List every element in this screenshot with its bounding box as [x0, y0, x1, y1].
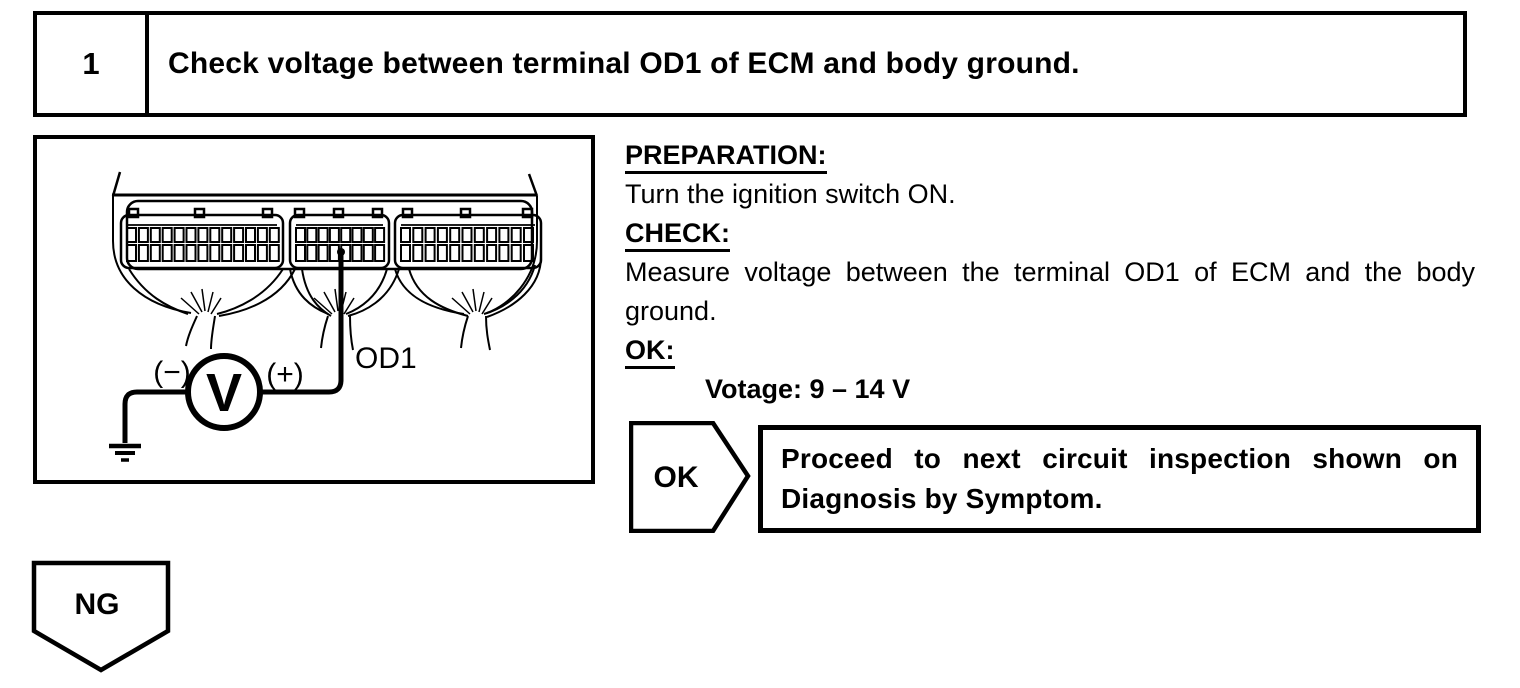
- voltmeter-symbol: V: [206, 363, 242, 423]
- connector-shells: [119, 207, 543, 270]
- ok-result-box: Proceed to next circuit inspection shown…: [758, 425, 1481, 533]
- ng-flag-label: NG: [75, 588, 120, 621]
- ecm-connector-illustration: V (−) (+) OD1: [109, 171, 543, 462]
- voltmeter-dial: [185, 353, 263, 431]
- check-label: CHECK:: [625, 218, 730, 252]
- wire-harness: [112, 196, 542, 351]
- positive-lead-wire: [259, 254, 344, 395]
- ok-flag: OK: [629, 421, 751, 533]
- ok-flag-shape: [629, 421, 751, 533]
- preparation-label: PREPARATION:: [625, 140, 827, 174]
- ng-flag-shape: [31, 560, 171, 673]
- negative-probe-label: (−): [153, 356, 191, 389]
- check-text: Measure voltage between the terminal OD1…: [625, 257, 1475, 326]
- ok-spec-value: Votage: 9 – 14 V: [705, 374, 911, 404]
- probe-wiring: [109, 248, 345, 462]
- step-header: 1 Check voltage between terminal OD1 of …: [33, 11, 1467, 117]
- terminal-label: OD1: [355, 342, 417, 375]
- instruction-column: PREPARATION: Turn the ignition switch ON…: [625, 136, 1475, 409]
- negative-lead-wire: [122, 389, 189, 443]
- check-heading: CHECK:: [625, 214, 1475, 253]
- step-number: 1: [37, 15, 149, 113]
- connector-pins: [126, 227, 534, 262]
- ecm-voltmeter-figure: V (−) (+) OD1: [33, 135, 595, 484]
- voltmeter: V: [185, 353, 263, 431]
- ecm-body: [111, 171, 539, 271]
- ng-flag: NG: [31, 560, 171, 673]
- preparation-text: Turn the ignition switch ON.: [625, 179, 956, 209]
- step-title: Check voltage between terminal OD1 of EC…: [168, 47, 1080, 80]
- ok-flag-label: OK: [654, 461, 699, 494]
- preparation-heading: PREPARATION:: [625, 136, 1475, 175]
- ok-label: OK:: [625, 335, 675, 369]
- harness-strands: [180, 288, 493, 315]
- ok-heading: OK:: [625, 331, 1475, 370]
- positive-probe-label: (+): [266, 358, 304, 391]
- ground-symbol: [109, 443, 141, 462]
